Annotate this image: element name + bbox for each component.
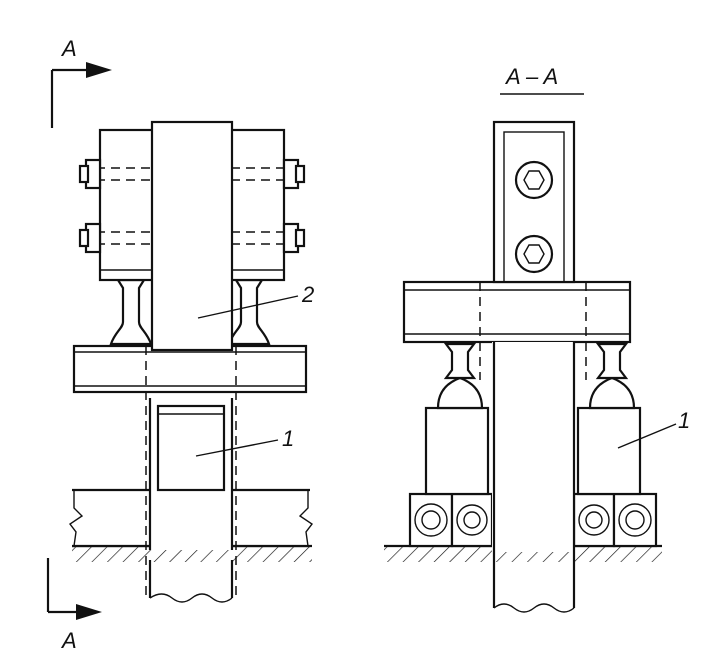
callouts-right: 1 (617, 408, 690, 449)
right-view: A – A (384, 64, 690, 613)
beam-left (145, 120, 237, 600)
callouts-left: 2 1 (195, 282, 314, 457)
left-view: A A (46, 36, 314, 653)
section-label-top: A (60, 36, 77, 61)
section-title-text: A – A (504, 64, 558, 89)
callout-pile-left: 1 (282, 426, 294, 451)
girder-right (402, 280, 632, 344)
girder-left (72, 344, 308, 394)
cap-plates-left (98, 128, 286, 282)
pile-left (148, 398, 234, 603)
callout-beam: 2 (301, 282, 314, 307)
section-title: A – A (500, 64, 584, 95)
column-right (479, 120, 587, 613)
timber-blocks (408, 492, 658, 548)
jacks-right (424, 376, 642, 496)
callout-pile-right: 1 (678, 408, 690, 433)
rails-left (109, 278, 271, 346)
section-arrow-top: A (50, 36, 112, 128)
section-label-bottom: A (60, 628, 77, 653)
section-arrow-bottom: A (46, 558, 102, 653)
rails-right (443, 342, 629, 380)
